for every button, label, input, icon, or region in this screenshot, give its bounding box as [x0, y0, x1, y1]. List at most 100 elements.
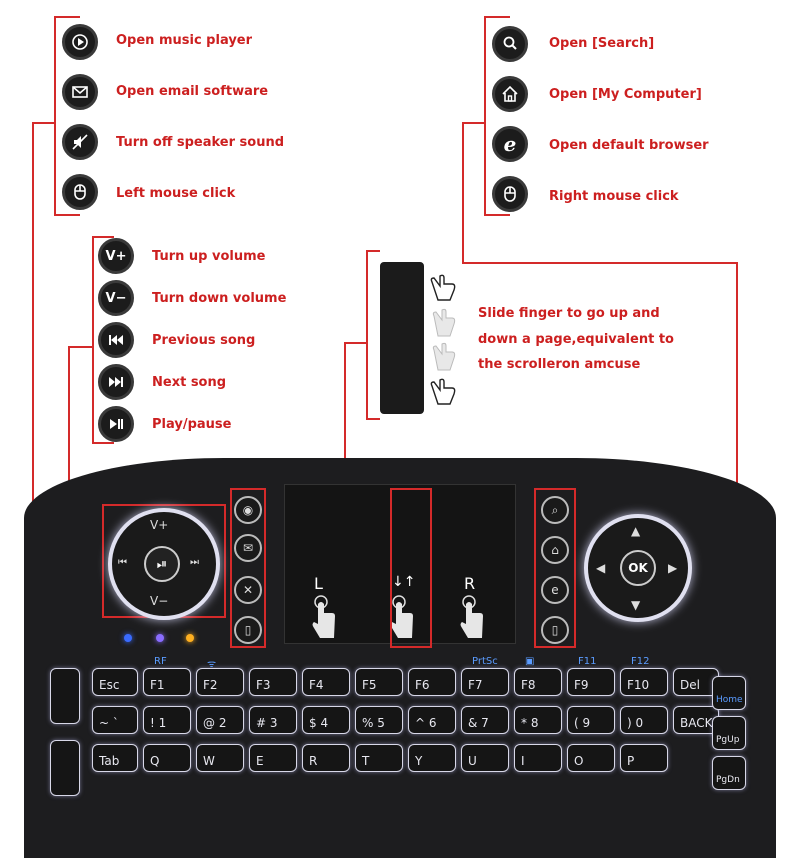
- led-indicator-yellow: [186, 634, 194, 642]
- connector-line: [366, 250, 368, 420]
- key[interactable]: E: [249, 744, 297, 772]
- home-button[interactable]: ⌂: [541, 536, 569, 564]
- key[interactable]: Tab: [92, 744, 138, 772]
- key[interactable]: F4: [302, 668, 350, 696]
- mouse-right-icon: [492, 176, 528, 212]
- key[interactable]: ! 1: [143, 706, 191, 734]
- dpad-play-pause-button[interactable]: ⏯: [144, 546, 180, 582]
- key[interactable]: ( 9: [567, 706, 615, 734]
- home-icon: [492, 76, 528, 112]
- volume-up-glyph: V+: [105, 248, 127, 264]
- key[interactable]: T: [355, 744, 403, 772]
- next-icon: [98, 364, 134, 400]
- key-label: F9: [574, 678, 589, 692]
- key[interactable]: @ 2: [196, 706, 244, 734]
- dpad-right-arrow-icon[interactable]: ▶: [668, 561, 678, 575]
- mouse-left-button[interactable]: ▯: [234, 616, 262, 644]
- scroll-note-line-1: Slide finger to go up and: [478, 306, 660, 321]
- key[interactable]: P: [620, 744, 668, 772]
- key-label: ! 1: [150, 716, 167, 730]
- key[interactable]: F5: [355, 668, 403, 696]
- connector-line: [54, 214, 80, 216]
- previous-song-label: Previous song: [152, 333, 256, 348]
- key-label: Del: [680, 678, 700, 692]
- hand-tap-icon: [312, 595, 335, 638]
- key[interactable]: ~ `: [92, 706, 138, 734]
- key[interactable]: Y: [408, 744, 456, 772]
- music-player-label: Open music player: [116, 33, 253, 48]
- connector-line: [484, 16, 486, 216]
- key-label: O: [574, 754, 584, 768]
- previous-icon: [98, 322, 134, 358]
- connector-line: [92, 236, 114, 238]
- dpad-up-arrow-icon[interactable]: ▲: [631, 524, 641, 538]
- connector-line: [366, 250, 380, 252]
- key[interactable]: # 3: [249, 706, 297, 734]
- email-button[interactable]: ✉: [234, 534, 262, 562]
- key[interactable]: ^ 6: [408, 706, 456, 734]
- dpad-left-arrow-icon[interactable]: ◀: [596, 561, 606, 575]
- key-side[interactable]: PgUp: [712, 716, 746, 750]
- key[interactable]: Q: [143, 744, 191, 772]
- key[interactable]: BACK: [673, 706, 719, 734]
- key[interactable]: Del: [673, 668, 719, 696]
- connector-line: [32, 122, 34, 632]
- hand-tap-icon: [460, 595, 483, 638]
- key-label: Tab: [99, 754, 120, 768]
- key[interactable]: R: [302, 744, 350, 772]
- key-secondary-label: PrtSc: [472, 656, 498, 667]
- hand-faded-icon: [432, 308, 456, 337]
- key-mouse-left[interactable]: [50, 740, 80, 796]
- key-side[interactable]: PgDn: [712, 756, 746, 790]
- connector-line: [462, 122, 486, 124]
- key[interactable]: ) 0: [620, 706, 668, 734]
- key-label: ) 0: [627, 716, 644, 730]
- key-secondary-label: ▣: [525, 656, 535, 667]
- browser-button[interactable]: e: [541, 576, 569, 604]
- dpad-previous[interactable]: ⏮: [118, 557, 127, 568]
- key[interactable]: W: [196, 744, 244, 772]
- dpad-volume-down[interactable]: V−: [150, 594, 169, 608]
- left-dpad[interactable]: [108, 508, 220, 620]
- connector-line: [366, 418, 380, 420]
- key-label: R: [309, 754, 318, 768]
- dpad-next[interactable]: ⏭: [190, 557, 199, 568]
- dpad-volume-up[interactable]: V+: [150, 518, 169, 532]
- key[interactable]: % 5: [355, 706, 403, 734]
- key[interactable]: Esc: [92, 668, 138, 696]
- search-button[interactable]: ⌕: [541, 496, 569, 524]
- connector-line: [68, 346, 94, 348]
- ok-label: OK: [628, 561, 648, 575]
- key[interactable]: & 7: [461, 706, 509, 734]
- key-label: ( 9: [574, 716, 591, 730]
- key[interactable]: O: [567, 744, 615, 772]
- dpad-ok-button[interactable]: OK: [620, 550, 656, 586]
- speaker-mute-label: Turn off speaker sound: [116, 135, 285, 150]
- key-label: F5: [362, 678, 377, 692]
- music-player-button[interactable]: ◉: [234, 496, 262, 524]
- key-secondary-label: ᯤ: [207, 659, 217, 670]
- key[interactable]: U: [461, 744, 509, 772]
- key-secondary-label: F12: [631, 656, 650, 667]
- key-side[interactable]: Home: [712, 676, 746, 710]
- key[interactable]: $ 4: [302, 706, 350, 734]
- search-label: Open [Search]: [549, 36, 655, 51]
- key[interactable]: I: [514, 744, 562, 772]
- key-mouse-left[interactable]: [50, 668, 80, 724]
- dpad-down-arrow-icon[interactable]: ▼: [631, 598, 641, 612]
- key[interactable]: * 8: [514, 706, 562, 734]
- key-label: Home: [716, 695, 743, 705]
- key[interactable]: F6: [408, 668, 456, 696]
- led-indicator-purple: [156, 634, 164, 642]
- key-label: P: [627, 754, 635, 768]
- mute-button[interactable]: ✕: [234, 576, 262, 604]
- mouse-right-button[interactable]: ▯: [541, 616, 569, 644]
- connector-line: [92, 442, 114, 444]
- key[interactable]: F8▣: [514, 656, 562, 696]
- key[interactable]: F3: [249, 668, 297, 696]
